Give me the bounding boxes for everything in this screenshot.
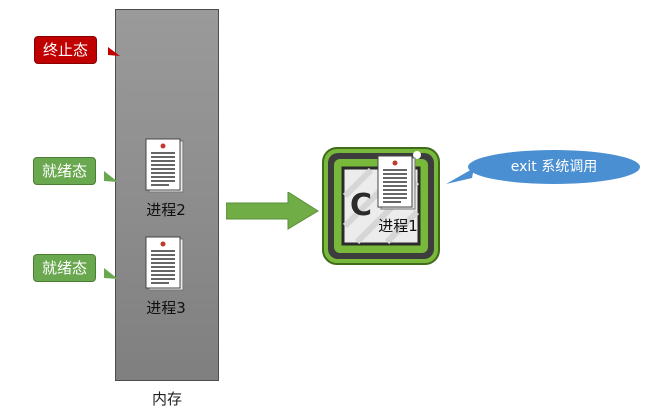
document-icon: [377, 155, 416, 210]
ready-state-callout-1: 就绪态: [33, 157, 97, 185]
ready-state-label-1: 就绪态: [42, 162, 88, 180]
exit-syscall-label: exit 系统调用: [510, 159, 598, 175]
document-icon: [145, 236, 184, 291]
terminated-state-callout: 终止态: [34, 36, 98, 64]
bubble-pointer: [446, 168, 474, 184]
process-3-label: 进程3: [146, 299, 186, 317]
document-icon: [145, 138, 184, 193]
memory-block: [115, 9, 219, 381]
ready-callout-pointer-2: [104, 268, 118, 279]
ready-callout-pointer-1: [104, 171, 118, 182]
memory-label: 内存: [151, 390, 182, 408]
terminated-callout-pointer: [108, 47, 120, 56]
right-arrow-icon: [226, 192, 319, 230]
process-2-label: 进程2: [146, 201, 186, 219]
process-1-label: 进程1: [378, 217, 418, 235]
ready-state-callout-2: 就绪态: [33, 254, 97, 282]
cpu-letter: C: [350, 188, 373, 223]
exit-syscall-bubble: exit 系统调用: [468, 150, 640, 184]
ready-state-label-2: 就绪态: [42, 259, 88, 277]
terminated-state-label: 终止态: [43, 41, 89, 59]
